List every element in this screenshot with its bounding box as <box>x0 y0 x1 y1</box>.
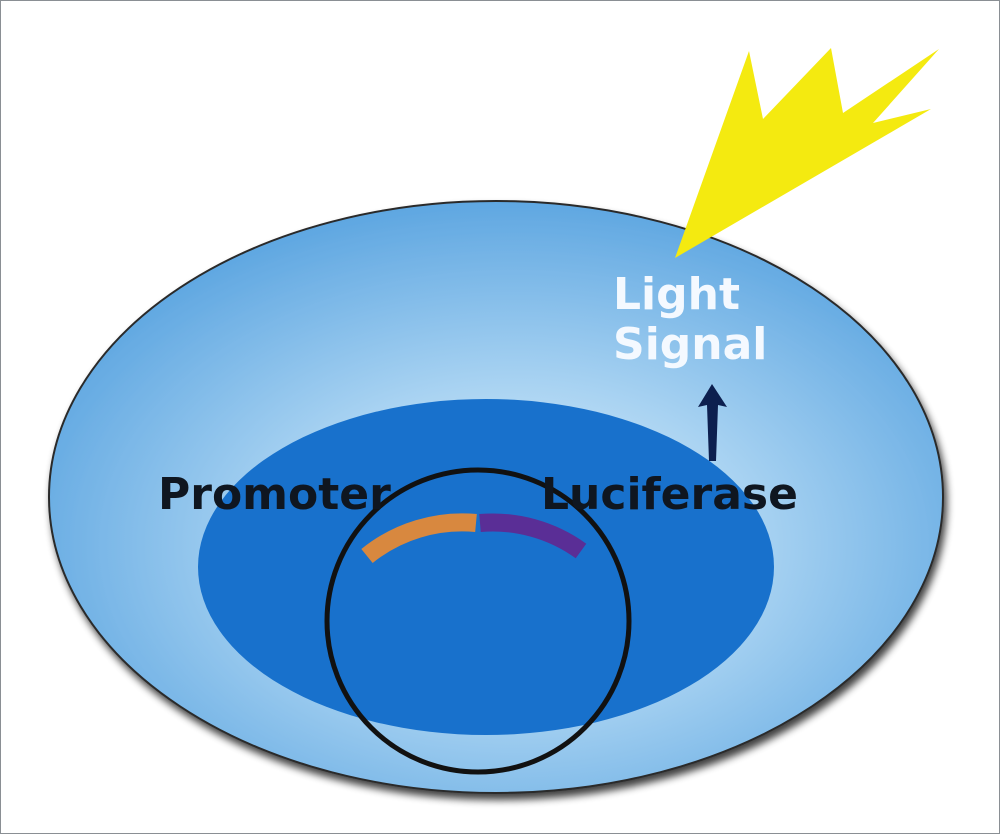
light-signal-label-line1: Light <box>613 269 740 320</box>
light-burst-icon <box>675 48 939 258</box>
up-arrow-icon <box>698 384 727 461</box>
light-signal-label-line2: Signal <box>613 319 767 370</box>
plasmid-ring <box>324 467 632 775</box>
luciferase-label: Luciferase <box>541 469 798 520</box>
luciferase-segment <box>479 513 587 559</box>
promoter-segment <box>361 513 477 564</box>
nucleus <box>198 399 774 735</box>
promoter-label: Promoter <box>158 469 391 520</box>
